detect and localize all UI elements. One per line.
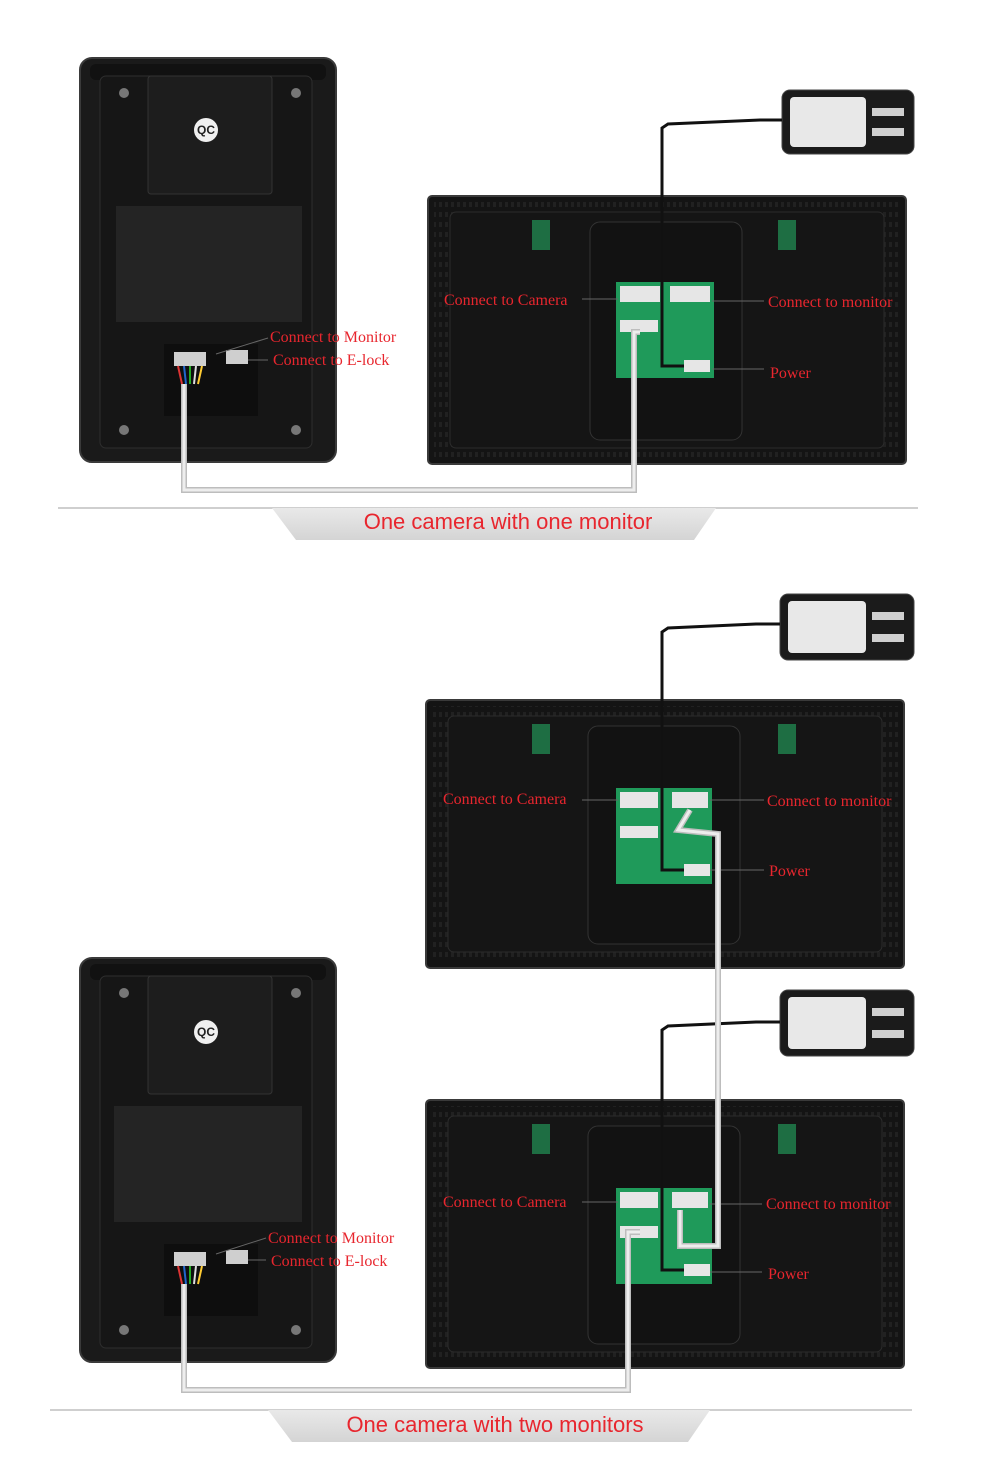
- label-camera2-connect-monitor: Connect to Monitor: [268, 1230, 395, 1247]
- label-monitor-connect-camera: Connect to Camera: [444, 292, 568, 309]
- monitor-port: [174, 352, 206, 366]
- power-adapter-icon: [779, 989, 915, 1057]
- monitor-unit: [427, 195, 907, 465]
- qc-badge-2: QC: [197, 1025, 215, 1039]
- power-adapter-icon: [779, 593, 915, 661]
- power-adapter-icon: [781, 89, 915, 155]
- panel-one-monitor: QC Connect to Monitor Connect to E-lock: [58, 57, 918, 540]
- caption-one-monitor: One camera with one monitor: [364, 509, 653, 534]
- label-monitor1-power: Power: [769, 863, 811, 880]
- qc-badge: QC: [197, 123, 215, 137]
- camera-unit-2: QC: [79, 957, 337, 1363]
- label-monitor-connect-monitor: Connect to monitor: [768, 294, 893, 311]
- label-camera-connect-monitor: Connect to Monitor: [270, 329, 397, 346]
- panel-two-monitors: Connect to Camera Connect to monitor Pow…: [50, 593, 915, 1442]
- label-monitor2-power: Power: [768, 1266, 810, 1283]
- elock-port: [226, 350, 248, 364]
- qc-sticker: [194, 118, 218, 142]
- label-camera-connect-elock: Connect to E-lock: [273, 352, 389, 369]
- caption-two-monitors: One camera with two monitors: [346, 1412, 643, 1437]
- camera-unit: QC: [79, 57, 337, 463]
- label-monitor2-connect-camera: Connect to Camera: [443, 1194, 567, 1211]
- label-camera2-connect-elock: Connect to E-lock: [271, 1253, 387, 1270]
- caption-band: [272, 508, 716, 540]
- label-monitor-power: Power: [770, 365, 812, 382]
- camera-wires: [177, 365, 203, 385]
- label-monitor1-connect-monitor: Connect to monitor: [767, 793, 892, 810]
- monitor-unit-bottom: [425, 1099, 905, 1369]
- label-monitor1-connect-camera: Connect to Camera: [443, 791, 567, 808]
- monitor-unit-top: [425, 699, 905, 969]
- power-cable: [660, 118, 782, 368]
- label-monitor2-connect-monitor: Connect to monitor: [766, 1196, 891, 1213]
